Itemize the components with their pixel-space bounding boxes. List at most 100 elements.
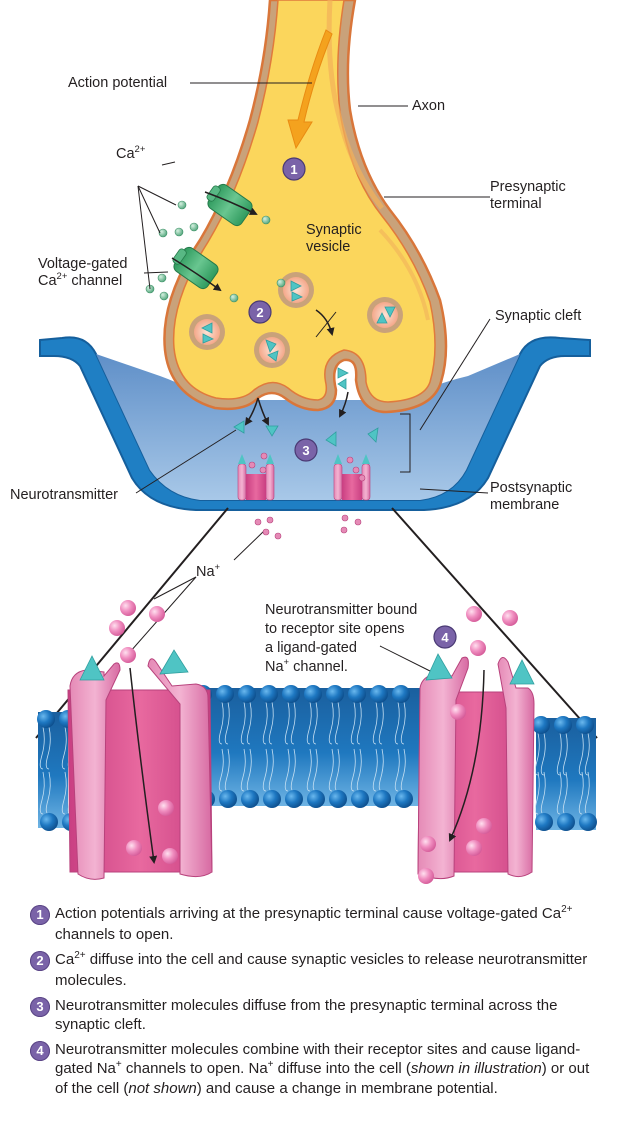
label-synaptic-cleft: Synaptic cleft [495, 308, 582, 324]
phospholipid-tail [400, 748, 406, 792]
phospholipid-head [37, 710, 55, 728]
phospholipid-tail [540, 771, 546, 815]
phospholipid-tail [372, 701, 378, 745]
phospholipid-tail [350, 748, 356, 792]
phospholipid-tail [562, 732, 568, 776]
text-run: diffuse into the cell and cause synaptic… [55, 951, 588, 989]
phospholipid-tail [45, 771, 51, 815]
label-neurotransmitter: Neurotransmitter [10, 487, 118, 503]
phospholipid-head [579, 813, 597, 831]
label-neurotransmitter-bound: Neurotransmitter bound to receptor site … [265, 601, 417, 678]
phospholipid-tail [400, 701, 406, 745]
text-run: channels to open. Na [121, 1059, 268, 1077]
phospholipid-head [329, 790, 347, 808]
phospholipid-tail [584, 771, 590, 815]
phospholipid-tail [378, 701, 384, 745]
phospholipid-tail [39, 771, 45, 815]
ligand-gated-na-channel-right [417, 653, 535, 880]
superscript-charge: 2+ [74, 950, 86, 961]
superscript-charge: + [115, 1058, 122, 1070]
phospholipid-tail [578, 771, 584, 815]
na-text: Na [196, 564, 215, 580]
label-line: vesicle [306, 239, 351, 255]
phospholipid-tail [284, 748, 290, 792]
text-run: ) and cause a change in membrane potenti… [196, 1080, 498, 1097]
phospholipid-tail [240, 701, 246, 745]
phospholipid-tail [556, 771, 562, 815]
presynaptic-terminal [163, 0, 448, 414]
phospholipid-head [282, 685, 300, 703]
phospholipid-tail [224, 701, 230, 745]
synapse-illustration: 1 2 3 4 [35, 0, 598, 884]
phospholipid-head [395, 790, 413, 808]
phospholipid-tail [350, 701, 356, 745]
label-line: Neurotransmitter bound [265, 602, 418, 618]
phospholipid-tail [312, 748, 318, 792]
text-run: Neurotransmitter molecules combine with … [55, 1041, 581, 1077]
vesicle [189, 314, 225, 350]
phospholipid-tail [39, 726, 45, 770]
ligand-gated-na-channel-small [237, 454, 275, 501]
zoomed-lipid-bilayer [37, 685, 597, 831]
label-ca-ion: Ca2+ [116, 144, 146, 164]
vesicle [367, 297, 403, 333]
phospholipid-head [370, 685, 388, 703]
phospholipid-head [557, 813, 575, 831]
phospholipid-tail [218, 748, 224, 792]
label-line: a ligand-gated [265, 640, 357, 656]
phospholipid-tail [378, 748, 384, 792]
vesicle [254, 332, 290, 368]
step-text: Neurotransmitter molecules diffuse from … [55, 997, 557, 1033]
na-ions [109, 600, 518, 884]
label-line: Postsynaptic [490, 480, 573, 496]
phospholipid-tail [246, 748, 252, 792]
fusing-vesicle [337, 367, 349, 390]
ca-entry-arrows [171, 191, 258, 292]
italic-note: not shown [128, 1080, 197, 1097]
release-arrows [244, 309, 349, 426]
step-number-badge: 3 [30, 997, 50, 1017]
phospholipid-tail [372, 748, 378, 792]
phospholipid-tail [45, 726, 51, 770]
phospholipid-tail [61, 771, 67, 815]
phospholipid-head [351, 790, 369, 808]
step-number-badge: 2 [30, 951, 50, 971]
label-leader-lines [129, 82, 491, 673]
superscript-charge: 2+ [561, 904, 573, 915]
text-run: Ca [55, 951, 75, 968]
phospholipid-head [238, 685, 256, 703]
step-number-badge: 4 [30, 1041, 50, 1061]
na-text: Na [265, 659, 284, 675]
label-action-potential: Action potential [68, 75, 168, 91]
step-text: Action potentials arriving at the presyn… [55, 904, 573, 943]
phospholipid-tail [284, 701, 290, 745]
phospholipid-head [532, 716, 550, 734]
label-line: Ca2+ channel [38, 271, 128, 291]
italic-note: shown in illustration [410, 1059, 542, 1077]
step-text: Neurotransmitter molecules combine with … [55, 1041, 589, 1097]
label-line: Presynaptic [490, 179, 566, 195]
ligand-gated-na-channel-small [333, 454, 371, 501]
phospholipid-head [373, 790, 391, 808]
phospholipid-tail [334, 748, 340, 792]
ca-charge: 2+ [134, 144, 146, 155]
svg-text:2: 2 [256, 305, 263, 320]
text-run: Neurotransmitter molecules diffuse from … [55, 997, 558, 1033]
label-na-ion: Na+ [196, 562, 221, 582]
phospholipid-head [304, 685, 322, 703]
na-charge: + [214, 562, 221, 573]
synaptic-vesicles [189, 272, 403, 390]
ca-text: Ca [38, 273, 57, 289]
step-marker-2: 2 [248, 300, 272, 324]
phospholipid-tail [328, 701, 334, 745]
label-axon: Axon [412, 98, 446, 114]
phospholipid-tail [224, 748, 230, 792]
phospholipid-tail [584, 732, 590, 776]
